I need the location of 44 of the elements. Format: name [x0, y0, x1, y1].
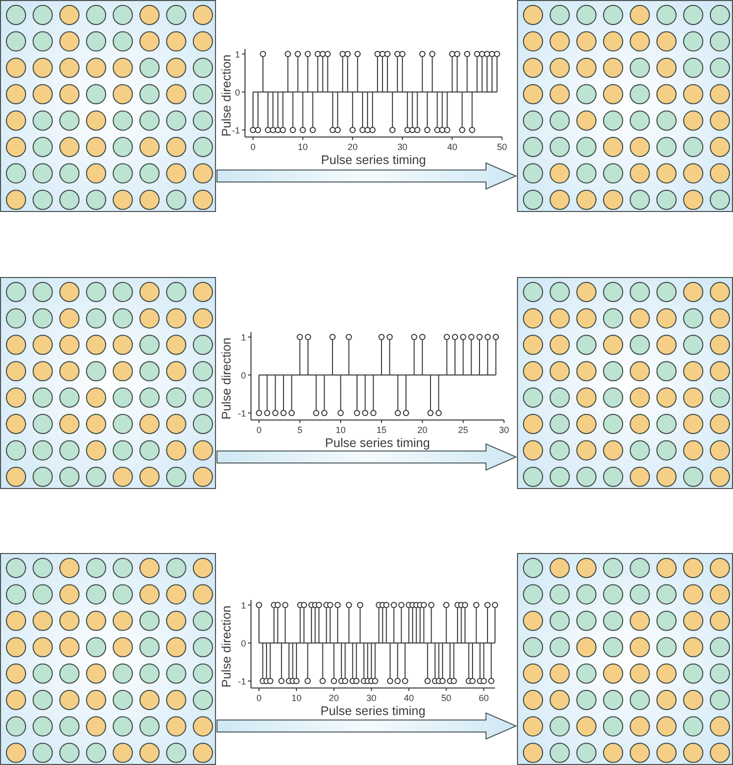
- tick-label: 0: [250, 142, 256, 152]
- tick-label: 1: [234, 50, 240, 60]
- axis-title: Pulse series timing: [321, 153, 426, 167]
- tick-label: 30: [366, 693, 376, 703]
- tick-label: 50: [497, 142, 507, 152]
- tick-label: 15: [376, 425, 386, 435]
- tick-label: 20: [417, 425, 428, 435]
- tick-label: 10: [291, 693, 302, 703]
- tick-label: 0: [234, 88, 240, 98]
- tick-label: -1: [232, 126, 240, 136]
- axis-title: Pulse direction: [219, 606, 234, 688]
- block-arrow: [216, 162, 518, 190]
- tick-label: 10: [298, 142, 308, 152]
- tick-label: 60: [478, 693, 489, 703]
- tick-label: 10: [336, 425, 346, 435]
- tick-label: 30: [499, 425, 509, 435]
- tick-label: -1: [238, 408, 246, 418]
- dot-grid-drawing: [0, 277, 216, 489]
- axis-title: Pulse series timing: [320, 704, 426, 718]
- tick-label: 30: [397, 142, 408, 152]
- tick-label: 20: [348, 142, 358, 152]
- tick-label: 50: [441, 693, 452, 703]
- axis-title: Pulse series timing: [325, 436, 430, 450]
- tick-label: 1: [240, 332, 246, 342]
- tick-label: 0: [240, 370, 246, 380]
- tick-label: 0: [256, 425, 262, 435]
- block-arrow: [216, 712, 518, 740]
- tick-label: 0: [256, 693, 262, 703]
- dot-grid-drawing: [517, 277, 733, 489]
- dot-grid-drawing: [517, 0, 733, 212]
- block-arrow: [216, 443, 518, 471]
- tick-label: 0: [240, 638, 246, 648]
- tick-label: 25: [458, 425, 468, 435]
- tick-label: 1: [240, 600, 246, 610]
- dot-grid-drawing: [0, 553, 216, 765]
- tick-label: 40: [404, 693, 414, 703]
- dot-grid-drawing: [0, 0, 216, 212]
- tick-label: 20: [328, 693, 339, 703]
- tick-label: 5: [297, 425, 302, 435]
- axis-title: Pulse direction: [219, 54, 234, 136]
- dot-grid-drawing: [517, 553, 733, 765]
- axis-title: Pulse direction: [219, 338, 234, 420]
- tick-label: 40: [447, 142, 458, 152]
- tick-label: -1: [238, 676, 246, 686]
